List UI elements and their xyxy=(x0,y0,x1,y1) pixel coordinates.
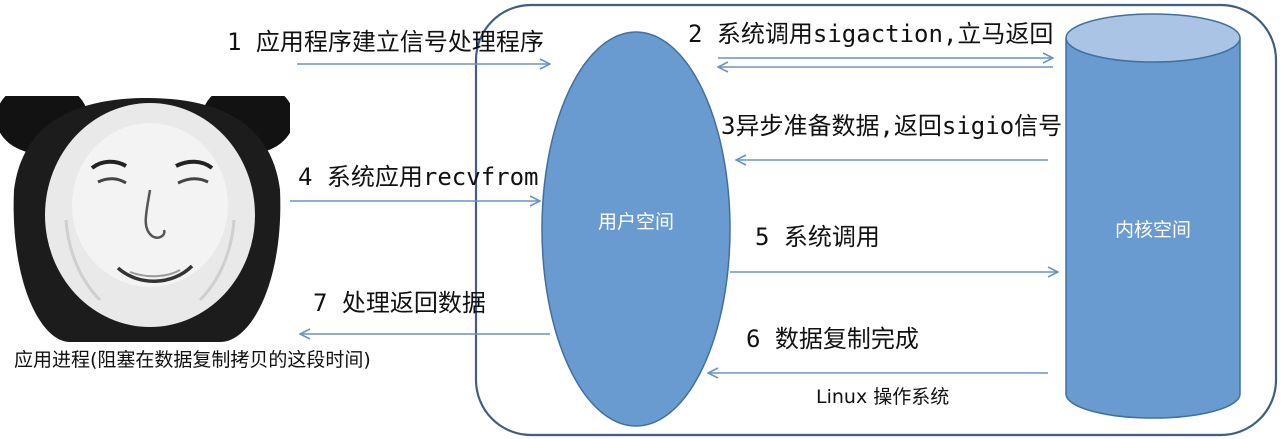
user-space-ellipse xyxy=(541,31,731,427)
step-5-label: 5 系统调用 xyxy=(755,223,880,251)
step-1-label: 1 应用程序建立信号处理程序 xyxy=(227,28,544,56)
os-label: Linux 操作系统 xyxy=(816,386,949,408)
step-7-label: 7 处理返回数据 xyxy=(313,289,486,317)
kernel-space-cylinder xyxy=(1065,13,1241,419)
step-3-label: 3异步准备数据,返回sigio信号 xyxy=(721,112,1062,140)
os-container xyxy=(474,3,1278,437)
process-caption: 应用进程(阻塞在数据复制拷贝的这段时间) xyxy=(14,349,371,371)
step-6-label: 6 数据复制完成 xyxy=(746,325,919,353)
kernel-space-label: 内核空间 xyxy=(1115,219,1191,241)
panda-meme-face xyxy=(0,96,290,342)
step-2-label: 2 系统调用sigaction,立马返回 xyxy=(688,20,1053,48)
step-4-label: 4 系统应用recvfrom xyxy=(298,163,539,191)
user-space-label: 用户空间 xyxy=(598,211,674,233)
